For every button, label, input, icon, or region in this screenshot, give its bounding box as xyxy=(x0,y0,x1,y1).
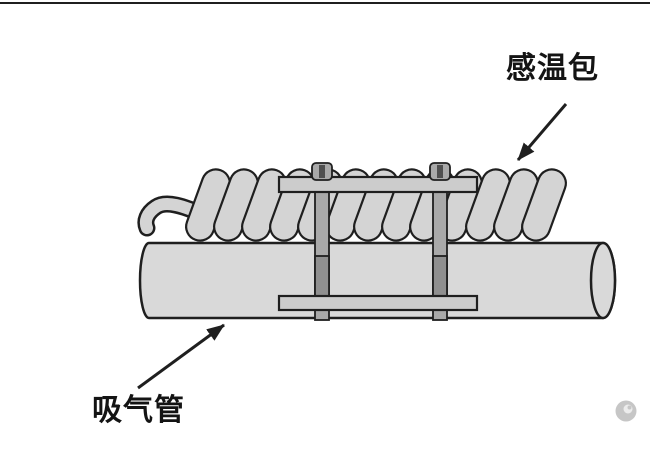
bolt-head-left xyxy=(311,162,333,181)
bolt-head-right xyxy=(429,162,451,181)
label-suction-pipe: 吸气管 xyxy=(92,393,185,428)
pipe-end-cap xyxy=(589,241,617,320)
bolt-head-slot xyxy=(437,165,443,178)
arrow-to-sensing-bulb xyxy=(516,103,568,161)
top-border-line xyxy=(0,2,650,4)
arrow-to-suction-pipe xyxy=(137,323,225,390)
label-sensing-bulb: 感温包 xyxy=(506,51,599,86)
watermark-icon xyxy=(615,400,637,422)
clamp-bottom-plate xyxy=(277,294,479,312)
capillary-tube xyxy=(137,195,215,237)
bolt-shaft-shaded xyxy=(432,255,448,297)
bolt-stub xyxy=(432,309,448,321)
bolt-shaft-shaded xyxy=(314,255,330,297)
bolt-stub xyxy=(314,309,330,321)
capillary-tube-body xyxy=(139,198,212,234)
bolt-head-slot xyxy=(319,165,325,178)
